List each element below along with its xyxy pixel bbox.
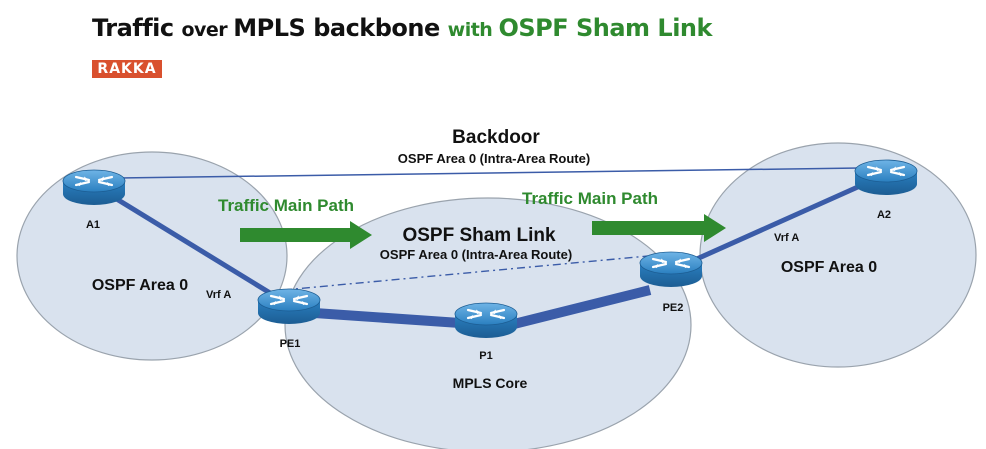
router-pe1-icon: [256, 287, 322, 326]
vrf-right-label: Vrf A: [774, 232, 799, 244]
area-right-ellipse: [699, 142, 977, 368]
vrf-left-label: Vrf A: [206, 289, 231, 301]
router-pe1-label: PE1: [280, 338, 301, 350]
link-pe1-p1: [299, 307, 461, 328]
router-p1-icon: [453, 301, 519, 340]
link-pe2-a2: [688, 183, 862, 265]
backdoor-sub-label: OSPF Area 0 (Intra-Area Route): [398, 151, 590, 166]
mpls-core-label: MPLS Core: [453, 375, 528, 391]
area-left-ellipse: [16, 151, 288, 361]
traffic-arrow-right: [592, 214, 726, 242]
router-a2-label: A2: [877, 209, 891, 221]
title-part-traffic: Traffic: [92, 14, 182, 42]
area-left-label: OSPF Area 0: [92, 277, 188, 294]
title-part-sham-link: OSPF Sham Link: [498, 14, 712, 42]
router-p1-label: P1: [479, 350, 492, 362]
backdoor-label: Backdoor: [452, 127, 540, 148]
page-title: Traffic over MPLS backbone with OSPF Sha…: [92, 14, 712, 42]
link-p1-pe2: [508, 285, 652, 330]
title-part-over: over: [181, 19, 234, 41]
traffic-arrow-left: [240, 221, 372, 249]
sham-link-label: OSPF Sham Link: [402, 225, 556, 246]
traffic-main-path-right-label: Traffic Main Path: [522, 189, 658, 208]
sham-link-sub-label: OSPF Area 0 (Intra-Area Route): [380, 247, 572, 262]
router-a2-icon: [853, 158, 919, 197]
router-pe2-icon: [638, 250, 704, 289]
link-a1-pe1: [113, 195, 277, 299]
router-pe2-label: PE2: [663, 302, 684, 314]
router-a1-icon: [61, 168, 127, 207]
title-part-with: with: [447, 19, 499, 41]
area-right-label: OSPF Area 0: [781, 259, 877, 276]
router-a1-label: A1: [86, 219, 100, 231]
traffic-main-path-left-label: Traffic Main Path: [218, 196, 354, 215]
brand-logo: RAKKA: [92, 60, 162, 78]
sham-link-dashed: [283, 255, 649, 291]
title-part-mpls: MPLS backbone: [233, 14, 448, 42]
backdoor-link: [119, 167, 861, 179]
